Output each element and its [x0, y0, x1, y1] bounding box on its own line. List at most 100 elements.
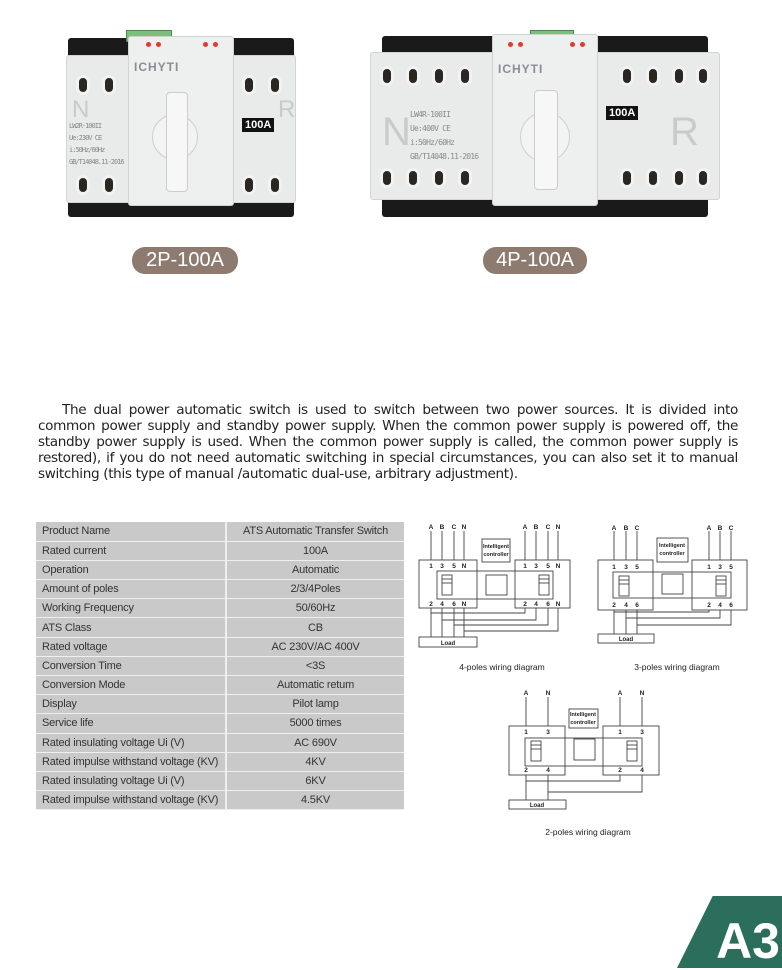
spec-label: Rated impulse withstand voltage (KV)	[36, 752, 226, 772]
spec-row: Conversion Time<3S	[36, 656, 404, 677]
phase-label: N	[462, 524, 467, 531]
spec-value: 2/3/4Poles	[225, 579, 404, 600]
terminal-label: 4	[718, 602, 722, 609]
terminal-label: 2	[523, 601, 527, 608]
phase-label: C	[452, 524, 457, 531]
spec-label: Display	[36, 694, 226, 715]
rating-label: 100A	[606, 106, 639, 120]
load-label: Load	[441, 641, 456, 647]
spec-value: Pilot lamp	[225, 694, 404, 715]
spec-row: Rated insulating voltage Ui (V)6KV	[36, 771, 404, 792]
diagram-caption: 2-poles wiring diagram	[545, 827, 631, 837]
terminal-label: 1	[429, 563, 433, 570]
terminal-label: 6	[635, 602, 639, 609]
terminal-label: 3	[624, 564, 628, 571]
terminal-label: 1	[618, 729, 622, 736]
terminal-label: 2	[429, 601, 433, 608]
product-badge-2p: 2P-100A	[132, 247, 238, 274]
phase-label: B	[534, 524, 539, 531]
controller-label: controller	[483, 552, 509, 558]
rating-label: 100A	[242, 118, 275, 132]
phase-label: C	[635, 525, 640, 532]
controller-label: Intelligent	[570, 712, 596, 718]
spec-label: Conversion Mode	[36, 675, 226, 696]
terminal-label: 1	[612, 564, 616, 571]
terminal-label: N	[462, 601, 467, 608]
spec-value: 4.5KV	[225, 790, 404, 811]
controller-label: Intelligent	[483, 544, 509, 550]
page-label-tab: A3	[677, 896, 782, 968]
phase-label: B	[440, 524, 445, 531]
terminal-label: 6	[729, 602, 733, 609]
spec-label: Rated insulating voltage Ui (V)	[36, 733, 226, 753]
spec-label: ATS Class	[36, 617, 226, 638]
spec-label: Rated insulating voltage Ui (V)	[36, 771, 226, 792]
source-n-letter: N	[72, 96, 90, 123]
diagram-3-poles	[597, 531, 748, 644]
terminal-label: 5	[729, 564, 733, 571]
terminal-label: N	[462, 563, 467, 570]
source-r-letter: R	[278, 96, 296, 123]
terminal-label: 5	[452, 563, 456, 570]
controller-label: controller	[570, 720, 596, 726]
spec-value: ATS Automatic Transfer Switch	[225, 522, 404, 542]
phase-label: A	[524, 690, 529, 697]
product-badge-4p: 4P-100A	[483, 247, 587, 274]
terminal-label: 2	[612, 602, 616, 609]
spec-value: <3S	[225, 656, 404, 677]
spec-label: Service life	[36, 713, 226, 734]
terminal-label: 4	[534, 601, 538, 608]
phase-label: N	[640, 690, 645, 697]
spec-row: Rated insulating voltage Ui (V)AC 690V	[36, 733, 404, 753]
terminal-label: 1	[523, 563, 527, 570]
phase-label: A	[618, 690, 623, 697]
terminal-label: 4	[640, 767, 644, 774]
terminal-label: 2	[618, 767, 622, 774]
phase-label: C	[729, 525, 734, 532]
diagram-caption: 3-poles wiring diagram	[634, 662, 720, 672]
load-label: Load	[530, 803, 545, 809]
spec-value: Automatic	[225, 560, 404, 581]
spec-label: Amount of poles	[36, 579, 226, 600]
phase-label: A	[707, 525, 712, 532]
brand-logo: ICHYTI	[134, 60, 180, 74]
page-label: A3	[716, 913, 780, 969]
source-n-letter: N	[382, 110, 411, 154]
spec-value: AC 230V/AC 400V	[225, 637, 404, 657]
spec-label: Conversion Time	[36, 656, 226, 677]
terminal-label: 3	[718, 564, 722, 571]
spec-value: CB	[225, 617, 404, 638]
spec-value: 6KV	[225, 771, 404, 792]
spec-label: Rated current	[36, 541, 226, 561]
phase-label: A	[429, 524, 434, 531]
phase-label: C	[546, 524, 551, 531]
phase-label: N	[546, 690, 551, 697]
spec-value: 4KV	[225, 752, 404, 772]
spec-row: Rated impulse withstand voltage (KV)4.5K…	[36, 790, 404, 811]
controller-label: Intelligent	[659, 543, 685, 549]
wiring-diagrams: A12B34C56NNNA12B34C56NNNIntelligentcontr…	[418, 524, 748, 837]
phase-label: A	[523, 524, 528, 531]
terminal-label: 3	[534, 563, 538, 570]
terminal-label: 5	[635, 564, 639, 571]
spec-value: 100A	[225, 541, 404, 561]
spec-label: Rated impulse withstand voltage (KV)	[36, 790, 226, 811]
load-label: Load	[619, 637, 634, 643]
spec-value: Automatic retum	[225, 675, 404, 696]
terminal-label: 6	[546, 601, 550, 608]
source-r-letter: R	[670, 110, 699, 154]
terminal-label: 2	[707, 602, 711, 609]
terminal-label: 2	[524, 767, 528, 774]
spec-row: Rated impulse withstand voltage (KV)4KV	[36, 752, 404, 772]
terminal-label: 3	[546, 729, 550, 736]
spec-label: Operation	[36, 560, 226, 581]
